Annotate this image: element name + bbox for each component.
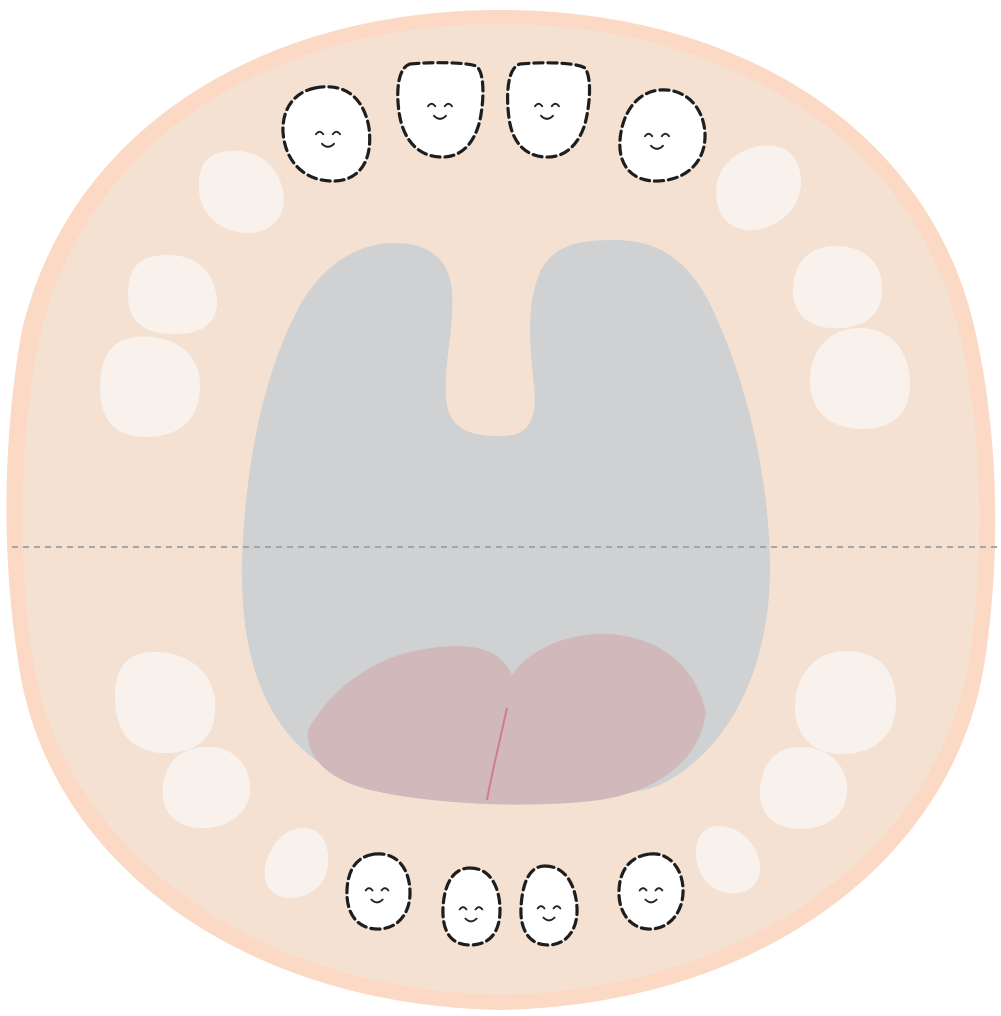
upper-left-lateral-incisor: [283, 87, 370, 181]
lower-right-first-molar: [760, 747, 847, 829]
lower-left-central-incisor: [443, 868, 500, 945]
lower-left-lateral-incisor: [347, 854, 410, 929]
lower-right-central-incisor: [521, 866, 577, 945]
lower-right-second-molar: [795, 651, 896, 754]
lower-left-first-molar: [163, 747, 251, 828]
upper-left-second-molar: [100, 337, 200, 438]
upper-right-first-molar: [793, 246, 882, 328]
upper-right-second-molar: [810, 328, 910, 429]
lower-right-lateral-incisor: [619, 854, 683, 929]
upper-left-central-incisor: [398, 63, 483, 157]
upper-right-central-incisor: [508, 63, 590, 157]
